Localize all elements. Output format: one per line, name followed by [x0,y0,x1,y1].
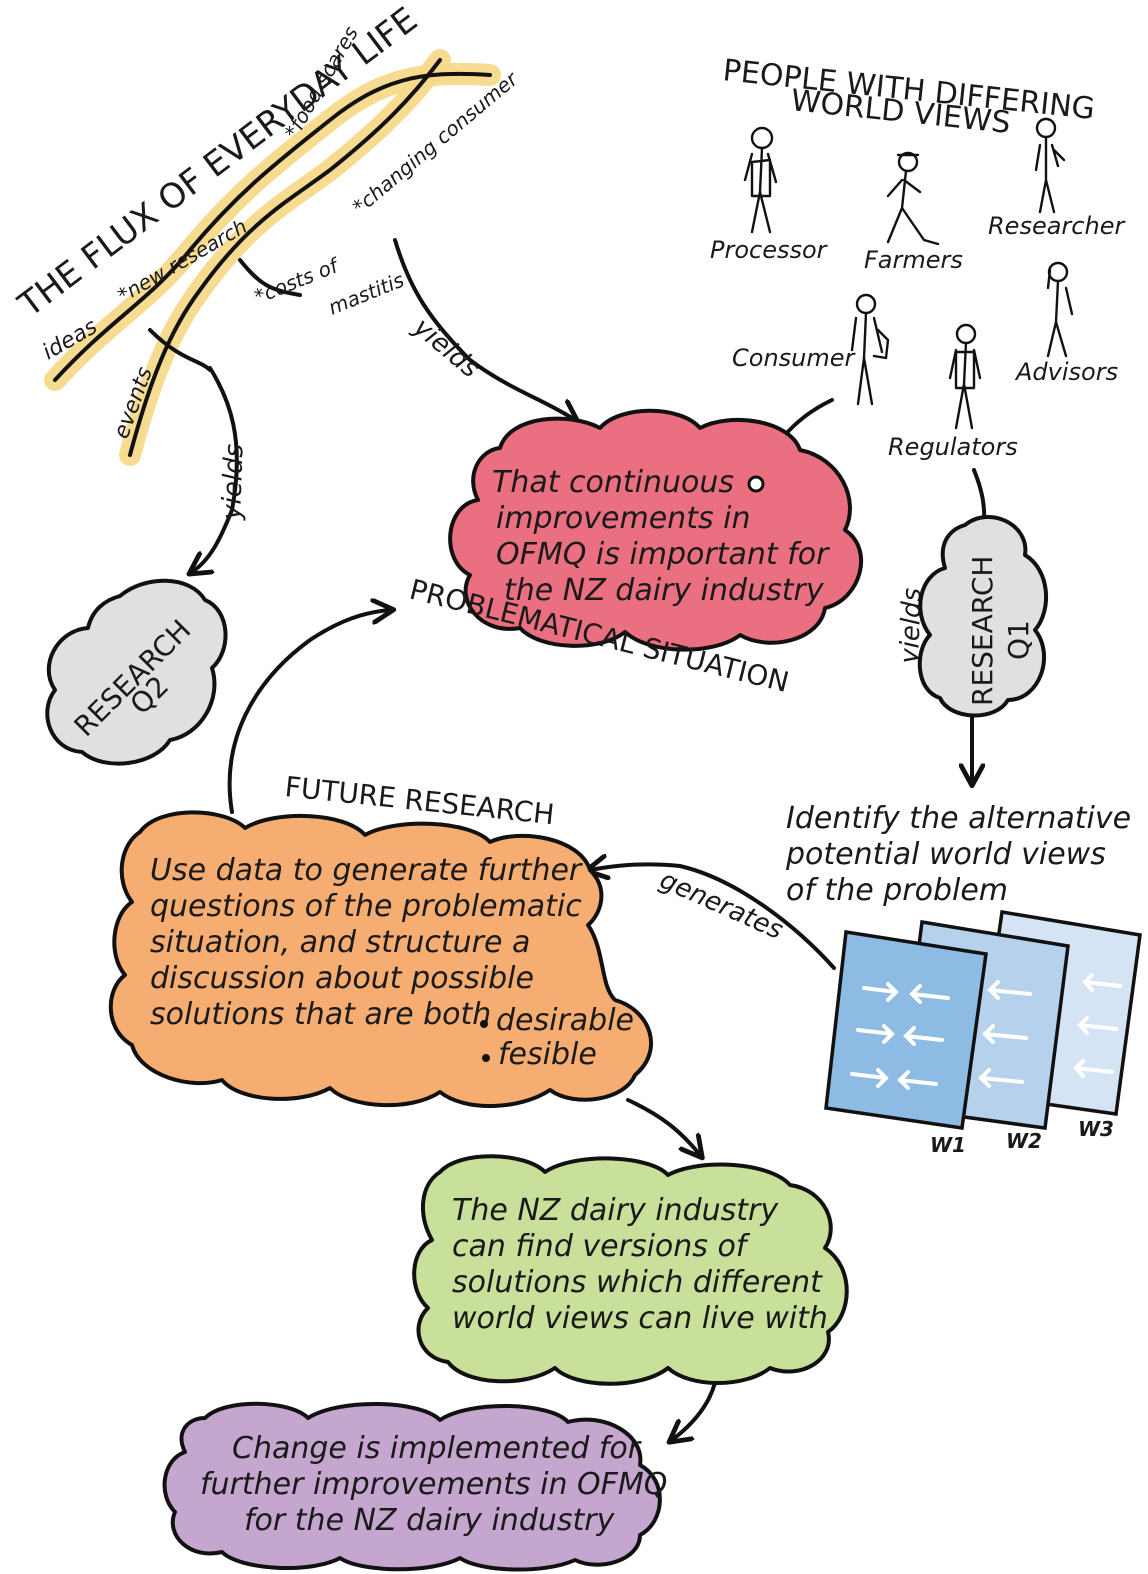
research-q2-cloud: RESEARCH Q2 [45,578,228,766]
change-line-1: Change is implemented for [232,1431,642,1466]
future-line-4: discussion about possible [150,961,534,996]
research-q2-shape [45,578,228,766]
person-icon-researcher [1034,117,1066,214]
identify-line-3: of the problem [786,873,1008,908]
worldview-label-w3: W3 [1078,1117,1114,1141]
role-consumer: Consumer [732,344,857,372]
worldview-card-w1: W1 [824,929,988,1157]
person-icon-processor [743,126,778,234]
solutions-cloud: The NZ dairy industry can find versions … [412,1154,849,1386]
research-q1-line2: Q1 [1002,620,1035,660]
identify-text: Identify the alternative potential world… [785,801,1131,908]
worldview-cards: W3 W2 W1 [824,909,1142,1157]
solutions-line-1: The NZ dairy industry [452,1193,779,1228]
future-line-1: Use data to generate further [150,853,583,888]
problem-cloud-shape [448,408,863,652]
change-cloud: Change is implemented for further improv… [162,1401,667,1572]
person-icon-farmer [886,151,940,246]
future-cloud-shape [108,810,654,1108]
role-processor: Processor [710,236,829,264]
role-advisors: Advisors [1014,358,1118,386]
person-icon-consumer [850,293,890,406]
arrow-worldviews-to-future [590,864,836,970]
identify-line-1: Identify the alternative [786,801,1131,836]
bullet-icon [482,1054,490,1062]
solutions-line-2: can find versions of [452,1229,751,1264]
solutions-line-4: world views can live with [452,1301,828,1336]
people-section: PEOPLE WITH DIFFERING WORLD VIEWS Proces… [710,53,1126,461]
worldview-label-w2: W2 [1006,1129,1042,1153]
identify-line-2: potential world views [785,837,1106,872]
problem-line-3: OFMQ is important for [496,537,830,572]
future-line-5: solutions that are both [150,997,491,1032]
research-q1-cloud: RESEARCH Q1 [917,514,1049,718]
link-regulators-to-q1 [972,468,987,524]
future-line-2: questions of the problematic [150,889,582,924]
future-bullet-2: fesible [498,1037,597,1072]
change-line-2: further improvements in OFMQ [200,1467,667,1502]
bullet-icon [480,1020,488,1028]
flux-of-everyday-life: THE FLUX OF EVERYDAY LIFE *food scares *… [11,0,524,466]
helix-strands [53,58,492,457]
problem-line-4: the NZ dairy industry [504,573,825,608]
arrow-flux-to-problem [393,238,575,420]
role-researcher: Researcher [988,212,1126,240]
research-q1-shape [917,514,1049,718]
worldview-label-w1: W1 [930,1133,966,1157]
future-bullet-1: desirable [496,1003,634,1038]
role-farmers: Farmers [864,246,963,274]
change-cloud-shape [162,1401,662,1572]
arrow-future-to-problem [227,610,390,814]
person-icon-regulator [948,323,982,430]
solutions-cloud-shape [412,1154,849,1386]
problem-line-2: improvements in [496,501,750,536]
problem-link-dot [747,475,765,493]
change-line-3: for the NZ dairy industry [244,1503,616,1538]
person-icon-advisor [1046,261,1074,358]
problem-cloud: That continuous improvements in OFMQ is … [406,408,863,699]
arrow-future-to-solutions [626,1098,700,1155]
research-q1-line1: RESEARCH [966,556,999,706]
label-generates: generates [655,865,787,946]
role-regulators: Regulators [888,433,1018,461]
label-yields-flux-q2: yields [217,443,250,521]
future-research-cloud: FUTURE RESEARCH Use data to generate fur… [108,770,654,1108]
problem-line-1: That continuous [492,465,734,500]
arrow-flux-to-q2 [192,366,239,572]
solutions-line-3: solutions which different [452,1265,823,1300]
label-yields-flux-problem: yields [407,312,485,384]
future-line-3: situation, and structure a [150,925,530,960]
